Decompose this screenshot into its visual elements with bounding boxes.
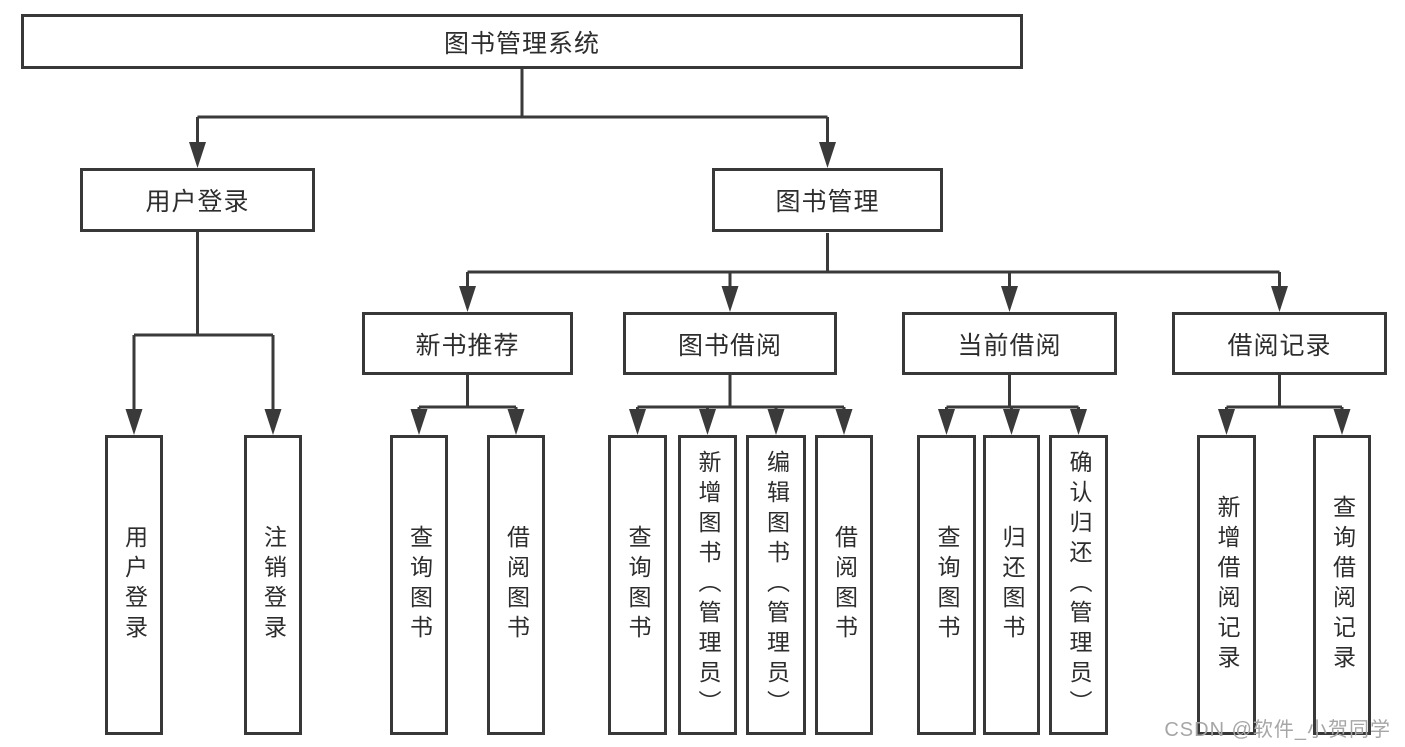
leaf-confirm-return-admin-label: 确认归还（管理员） [1066,450,1092,720]
leaf-query-books-recommend-label: 查询图书 [406,525,433,645]
connector-current-borrowing-children [938,375,1087,435]
node-book-management: 图书管理 [712,168,943,232]
leaf-edit-book-admin-label: 编辑图书（管理员） [763,450,790,720]
node-book-borrowing: 图书借阅 [623,312,837,375]
leaf-query-books-borrowing-label: 查询图书 [625,525,651,645]
connector-book-borrowing-children [629,375,853,435]
node-borrowing-records: 借阅记录 [1172,312,1387,375]
leaf-add-borrow-record: 新增借阅记录 [1197,435,1256,735]
node-user-login: 用户登录 [80,168,315,232]
leaf-user-login: 用户登录 [105,435,163,735]
leaf-borrow-books-borrowing-label: 借阅图书 [831,525,858,645]
leaf-logout: 注销登录 [244,435,302,735]
connector-root-to-level2 [189,69,836,168]
leaf-edit-book-admin: 编辑图书（管理员） [746,435,806,735]
leaf-logout-label: 注销登录 [260,525,287,645]
node-current-borrowing: 当前借阅 [902,312,1117,375]
connector-borrowing-records-children [1218,375,1351,435]
leaf-borrow-books-recommend-label: 借阅图书 [503,525,530,645]
leaf-query-borrow-record: 查询借阅记录 [1313,435,1371,735]
leaf-query-books-borrowing: 查询图书 [608,435,667,735]
leaf-query-borrow-record-label: 查询借阅记录 [1329,495,1356,675]
leaf-query-books-recommend: 查询图书 [390,435,448,735]
node-library-management-system: 图书管理系统 [21,14,1023,69]
leaf-confirm-return-admin: 确认归还（管理员） [1049,435,1108,735]
node-new-book-recommend: 新书推荐 [362,312,573,375]
leaf-add-book-admin: 新增图书（管理员） [678,435,737,735]
leaf-add-borrow-record-label: 新增借阅记录 [1214,495,1240,675]
connector-book-management-to-level3 [459,233,1288,312]
watermark: CSDN @软件_小贺同学 [1164,719,1391,741]
leaf-user-login-label: 用户登录 [121,525,148,645]
leaf-query-books-current-label: 查询图书 [934,525,960,645]
leaf-return-book: 归还图书 [983,435,1040,735]
leaf-return-book-label: 归还图书 [999,525,1025,645]
leaf-query-books-current: 查询图书 [917,435,976,735]
connector-user-login-children [125,232,282,435]
leaf-add-book-admin-label: 新增图书（管理员） [695,450,721,720]
leaf-borrow-books-recommend: 借阅图书 [487,435,545,735]
connector-new-book-recommend-children [410,375,525,435]
leaf-borrow-books-borrowing: 借阅图书 [815,435,873,735]
